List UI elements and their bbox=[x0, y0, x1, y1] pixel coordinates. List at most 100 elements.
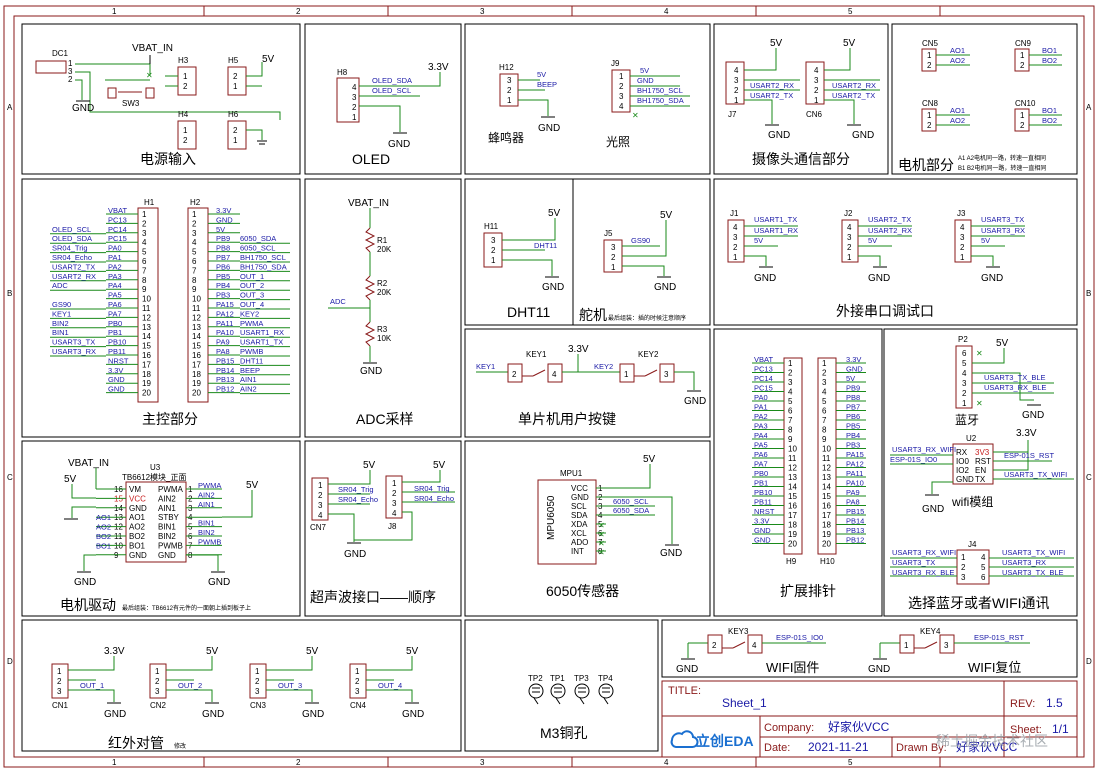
h2-pin-num: 2 bbox=[192, 219, 197, 228]
h10-net-label: PB13 bbox=[846, 526, 864, 535]
col-label-1b: 1 bbox=[112, 758, 117, 767]
row-label-b: B bbox=[7, 289, 12, 298]
h2-pin-num: 15 bbox=[192, 342, 201, 351]
h2-pin-num: 6 bbox=[192, 257, 197, 266]
h9-net-label: PA2 bbox=[754, 412, 768, 421]
svg-text:3: 3 bbox=[352, 93, 357, 102]
svg-text:3: 3 bbox=[734, 76, 739, 85]
uart-connector bbox=[841, 219, 859, 263]
col-label-4b: 4 bbox=[664, 758, 669, 767]
wifi-io0: ESP-01S_IO0 bbox=[890, 455, 937, 464]
h9-net-label: PB0 bbox=[754, 469, 768, 478]
svg-text:2: 2 bbox=[233, 126, 238, 135]
mpu-pins: VCC1GND2SCL3SDA4XDA5✕XCL6✕ADO7✕INT8✕ bbox=[571, 484, 606, 557]
power-vbat: VBAT_IN bbox=[132, 43, 173, 54]
dht-gnd: GND bbox=[542, 282, 564, 293]
uart-wire bbox=[858, 255, 881, 266]
tb-date: 2021-11-21 bbox=[808, 740, 869, 754]
ir-out-label: OUT_3 bbox=[278, 681, 302, 690]
h2-pin-num: 13 bbox=[192, 323, 201, 332]
h9-ref: H9 bbox=[786, 557, 797, 566]
svg-text:2: 2 bbox=[491, 246, 496, 255]
h2-ext-label: AIN2 bbox=[240, 385, 257, 394]
select-r2: USART3_RX bbox=[1002, 558, 1046, 567]
ir-pin-num: 3 bbox=[57, 687, 62, 696]
h1-net-label: PB11 bbox=[108, 347, 126, 356]
dht-sig: DHT11 bbox=[534, 241, 557, 250]
h9-pin-num: 8 bbox=[788, 426, 793, 435]
h10-net-label: PB5 bbox=[846, 422, 860, 431]
mpu-pin-name: ADO bbox=[571, 538, 588, 547]
mpu-sda: 6050_SDA bbox=[613, 506, 649, 515]
col-label-3b: 3 bbox=[480, 758, 485, 767]
light-ref: J9 bbox=[611, 59, 620, 68]
bt-tx: USART3_TX_BLE bbox=[984, 373, 1046, 382]
h2-net-label: PB6 bbox=[216, 262, 230, 271]
h10-net-label: PA11 bbox=[846, 469, 863, 478]
buzzer-gnd: GND bbox=[538, 123, 560, 134]
h2-ext-label: PWMB bbox=[240, 347, 263, 356]
adc-gnd: GND bbox=[360, 366, 382, 377]
mpu-gnd: GND bbox=[660, 548, 682, 559]
h2-ext-label: BEEP bbox=[240, 366, 260, 375]
vcc-wire bbox=[71, 484, 96, 499]
svg-text:2: 2 bbox=[68, 75, 73, 84]
ir-wire bbox=[68, 689, 115, 702]
select-l2: USART3_TX bbox=[892, 558, 935, 567]
key4-ref: KEY4 bbox=[920, 627, 941, 636]
col-label-4: 4 bbox=[664, 7, 669, 16]
h1-pin-num: 14 bbox=[142, 332, 151, 341]
h2-net-label: PA15 bbox=[216, 300, 234, 309]
h1-pin-num: 2 bbox=[142, 219, 147, 228]
svg-text:3: 3 bbox=[392, 499, 397, 508]
h4-ref: H4 bbox=[178, 110, 189, 119]
svg-text:1: 1 bbox=[392, 479, 397, 488]
svg-text:2: 2 bbox=[233, 72, 238, 81]
bt-ref: P2 bbox=[958, 335, 968, 344]
cn9-bo2: BO2 bbox=[1042, 56, 1057, 65]
driver-left-net: AO1 bbox=[96, 513, 111, 522]
oled-ref: H8 bbox=[337, 68, 348, 77]
col-label-2b: 2 bbox=[296, 758, 301, 767]
buzzer-beep: BEEP bbox=[537, 80, 557, 89]
wifi-rx: USART3_RX_WIFI bbox=[892, 445, 956, 454]
bt-title: 蓝牙 bbox=[955, 413, 979, 427]
h9-net-label: PA3 bbox=[754, 422, 768, 431]
h10-header bbox=[817, 357, 837, 555]
h9-pin-num: 17 bbox=[788, 511, 797, 520]
cam-5v-2: 5V bbox=[843, 38, 856, 49]
ir-pin-num: 1 bbox=[155, 667, 160, 676]
driver-right-pin: PWMA bbox=[158, 485, 184, 494]
h1-net-label: 3.3V bbox=[108, 366, 123, 375]
ir-gnd-label: GND bbox=[104, 709, 126, 720]
svg-text:2: 2 bbox=[352, 103, 357, 112]
h10-pin-num: 9 bbox=[822, 435, 827, 444]
h1-net-label: PA4 bbox=[108, 281, 122, 290]
light-scl: BH1750_SCL bbox=[637, 86, 683, 95]
wifi-title: wifi模组 bbox=[951, 495, 993, 509]
wifi-right-pin: EN bbox=[975, 466, 986, 475]
h1-pin-num: 13 bbox=[142, 323, 151, 332]
h2-net-label: PB12 bbox=[216, 385, 234, 394]
noconnect-mark: ✕ bbox=[598, 539, 605, 548]
key3-ref: KEY3 bbox=[728, 627, 749, 636]
ir-pin-num: 3 bbox=[255, 687, 260, 696]
h1-ext-label: USART3_TX bbox=[52, 338, 95, 347]
h2-net-label: PB13 bbox=[216, 375, 234, 384]
ir-wire bbox=[68, 656, 115, 671]
svg-text:✕: ✕ bbox=[976, 349, 983, 358]
ir-out-label: OUT_1 bbox=[80, 681, 104, 690]
key1-net: KEY1 bbox=[476, 362, 495, 371]
wifi-right-pin: RST bbox=[975, 457, 991, 466]
ultra-5v-2: 5V bbox=[433, 460, 446, 471]
ir-ref: CN2 bbox=[150, 701, 167, 710]
row-label-a2: A bbox=[1086, 103, 1092, 112]
cam-tx1: USART2_TX bbox=[750, 91, 793, 100]
h1-ext-label: BIN2 bbox=[52, 319, 69, 328]
cn6-ref: CN6 bbox=[806, 110, 823, 119]
h9-pin-num: 12 bbox=[788, 464, 797, 473]
ir-gnd-label: GND bbox=[202, 709, 224, 720]
driver-left-pin: VCC bbox=[129, 494, 146, 503]
